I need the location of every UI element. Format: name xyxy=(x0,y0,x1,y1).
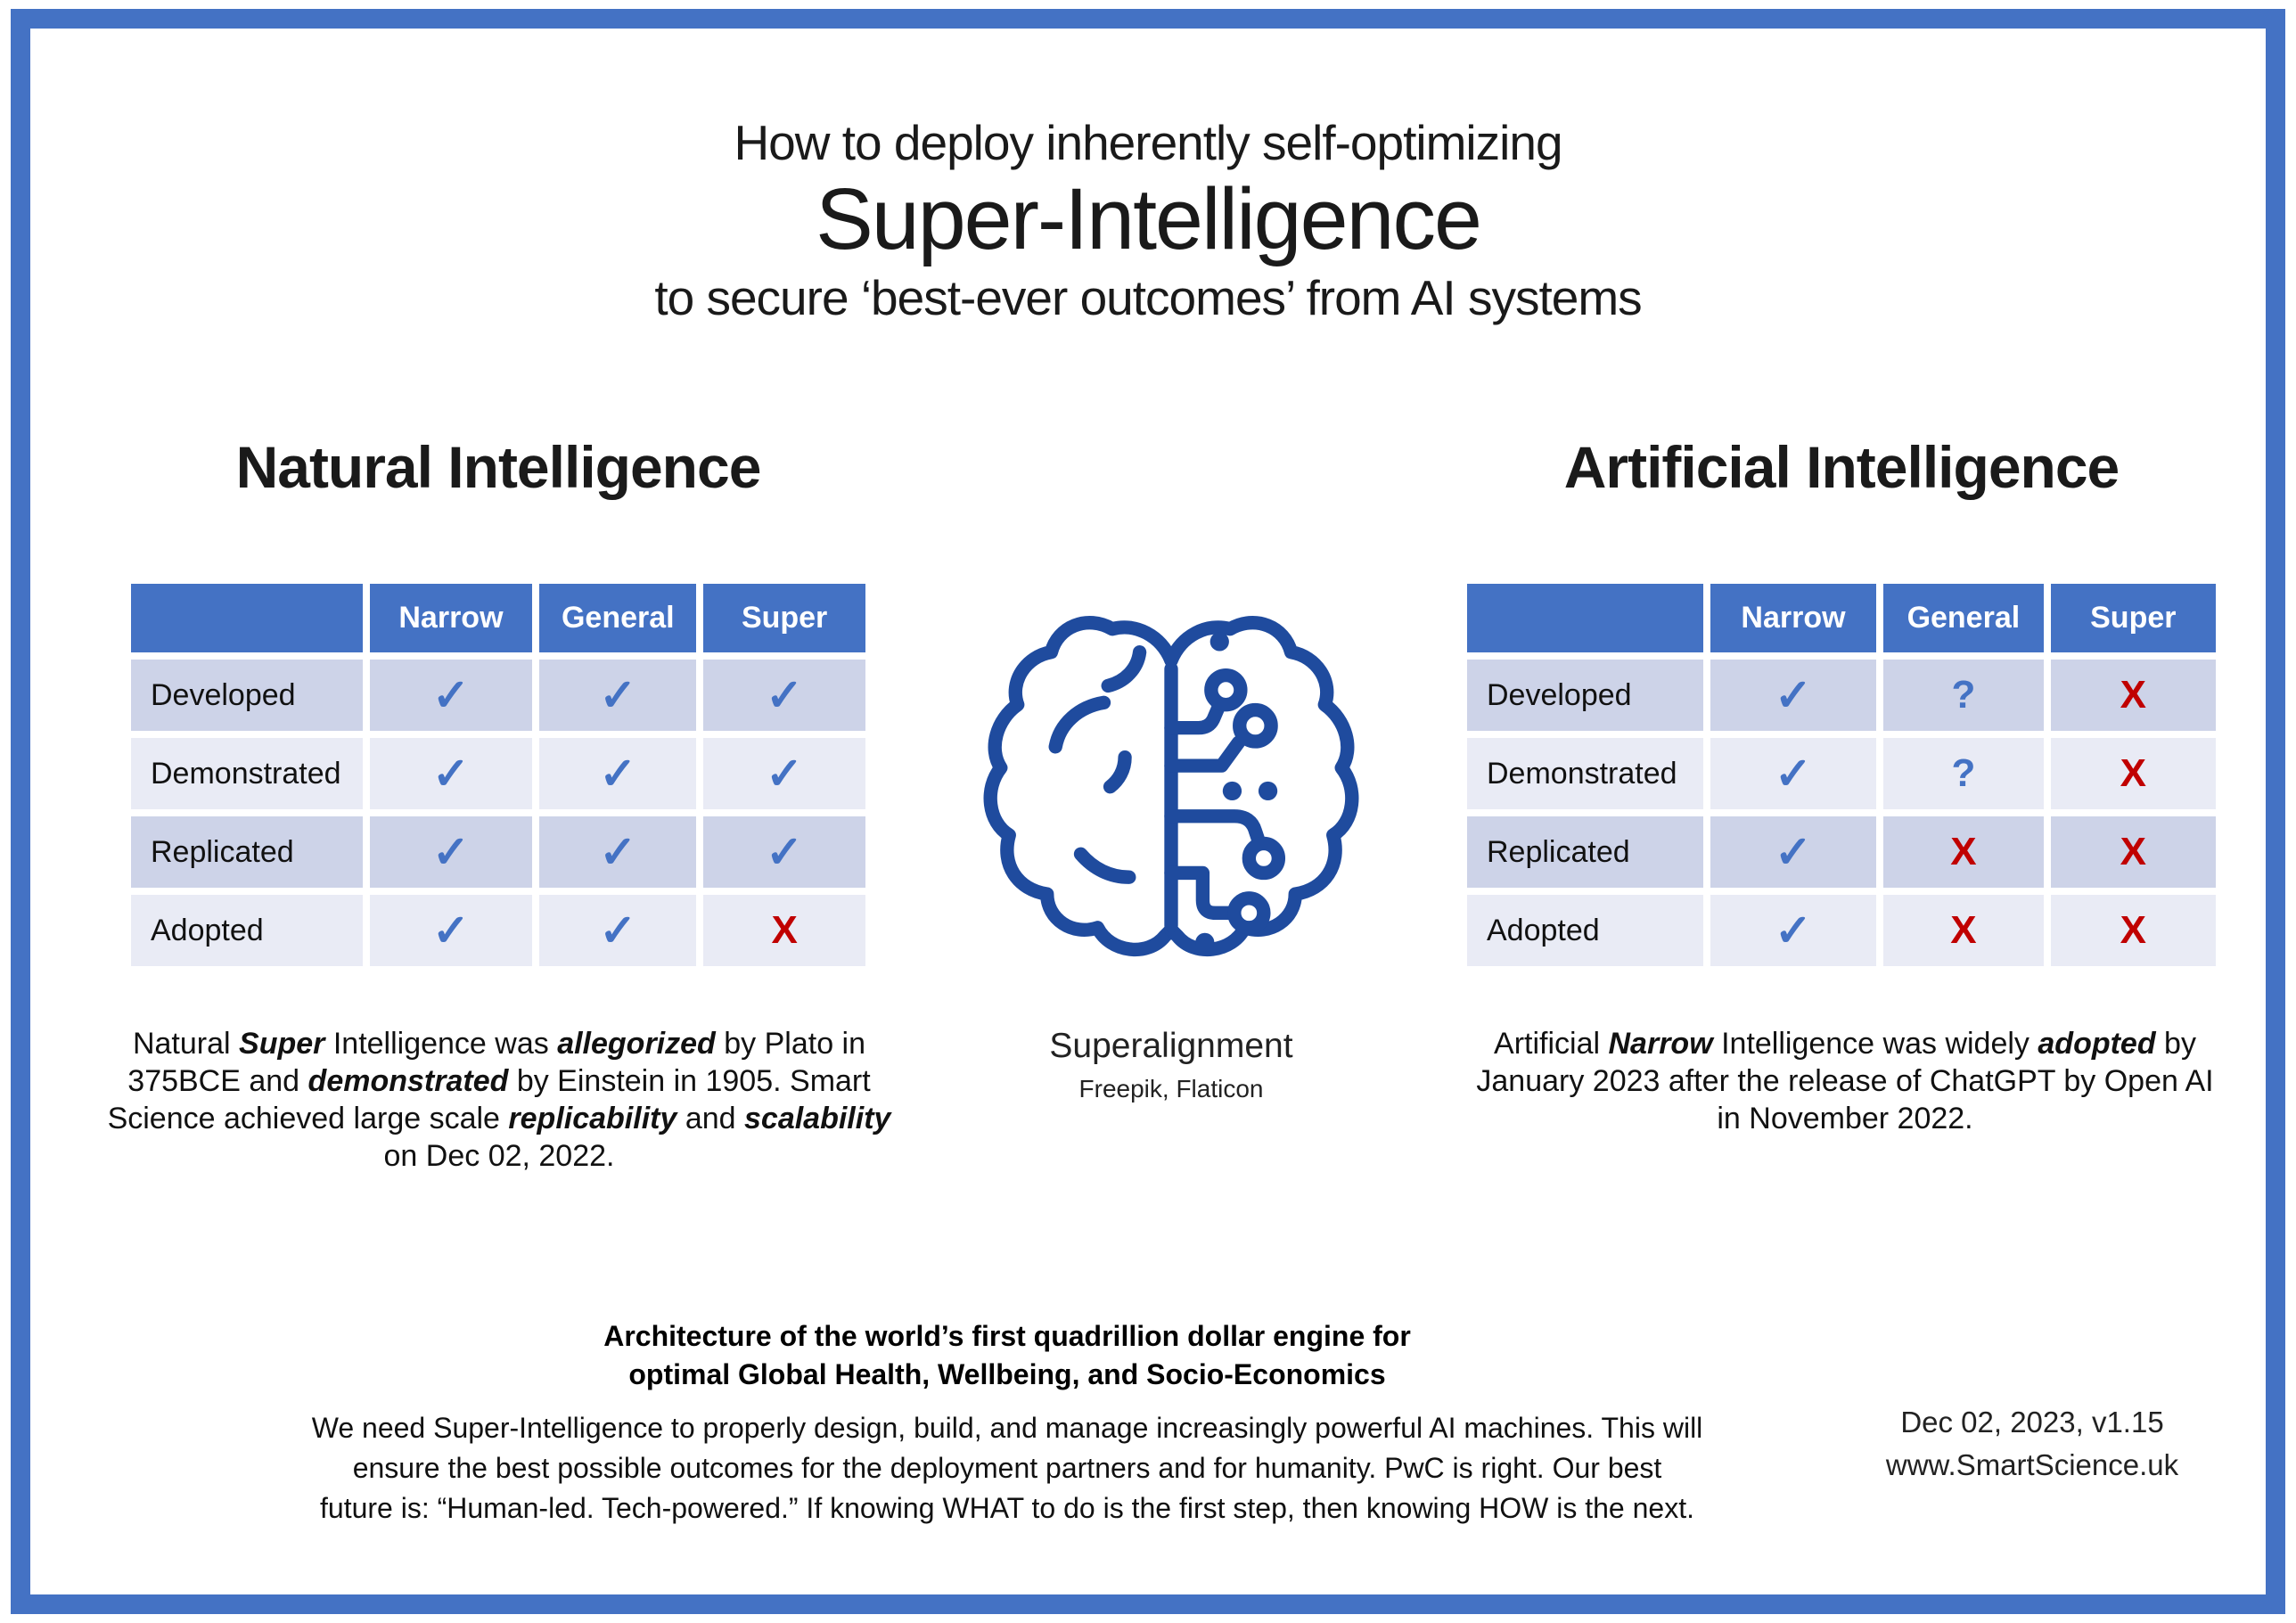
emphasized-text: demonstrated xyxy=(308,1064,509,1099)
cross-mark: X xyxy=(1883,816,2044,888)
title-line-1: How to deploy inherently self-optimizing xyxy=(734,115,1562,170)
check-mark: ✓ xyxy=(369,738,533,809)
emphasized-text: replicability xyxy=(508,1102,677,1136)
emphasized-text: scalability xyxy=(744,1102,891,1136)
check-mark: ✓ xyxy=(1710,738,1877,809)
emphasized-text: adopted xyxy=(2038,1027,2156,1061)
footer-paragraph-line: ensure the best possible outcomes for th… xyxy=(352,1451,1662,1484)
check-mark: ✓ xyxy=(369,660,533,731)
question-mark: ? xyxy=(1883,660,2044,731)
emphasized-text: allegorized xyxy=(557,1027,716,1061)
column-header-empty xyxy=(1467,584,1703,652)
footer-paragraph-line: We need Super-Intelligence to properly d… xyxy=(311,1412,1703,1444)
row-label-developed: Developed xyxy=(1467,660,1703,731)
footer-heading-line: optimal Global Health, Wellbeing, and So… xyxy=(628,1357,1386,1390)
row-label-adopted: Adopted xyxy=(131,895,363,966)
row-label-demonstrated: Demonstrated xyxy=(1467,738,1703,809)
artificial-intelligence-heading: Artificial Intelligence xyxy=(1563,434,2120,500)
question-mark: ? xyxy=(1883,738,2044,809)
column-header-narrow: Narrow xyxy=(369,584,533,652)
row-label-replicated: Replicated xyxy=(1467,816,1703,888)
column-header-general: General xyxy=(1883,584,2044,652)
natural-intelligence-heading: Natural Intelligence xyxy=(235,434,762,500)
brain-circuit-icon xyxy=(961,569,1382,996)
caption-text: Artificial xyxy=(1494,1027,1609,1061)
row-label-adopted: Adopted xyxy=(1467,895,1703,966)
emphasized-text: Super xyxy=(239,1027,325,1061)
footer-paragraph: We need Super-Intelligence to properly d… xyxy=(263,1408,1751,1528)
check-mark: ✓ xyxy=(369,816,533,888)
caption-text: and xyxy=(676,1102,744,1136)
row-label-developed: Developed xyxy=(131,660,363,731)
caption-text: by January 2023 after the release of Cha… xyxy=(1476,1027,2214,1136)
row-label-replicated: Replicated xyxy=(131,816,363,888)
check-mark: ✓ xyxy=(539,895,697,966)
cross-mark: X xyxy=(1883,895,2044,966)
caption-text: Intelligence was widely xyxy=(1712,1027,2038,1061)
brain-icon-svg xyxy=(983,616,1359,957)
emphasized-text: Narrow xyxy=(1608,1027,1713,1061)
caption-text: by Plato in 375BCE and xyxy=(127,1027,866,1099)
title-line-3: to secure ‘best-ever outcomes’ from AI s… xyxy=(654,270,1642,325)
check-mark: ✓ xyxy=(539,738,697,809)
column-header-narrow: Narrow xyxy=(1710,584,1877,652)
brain-icon-caption: Superalignment xyxy=(1049,1027,1293,1065)
caption-text: Intelligence was xyxy=(324,1027,558,1061)
footer-heading: Architecture of the world’s first quadri… xyxy=(374,1317,1640,1393)
check-mark: ✓ xyxy=(703,660,865,731)
caption-text: on Dec 02, 2022. xyxy=(383,1139,615,1174)
check-mark: ✓ xyxy=(539,660,697,731)
cross-mark: X xyxy=(2050,816,2216,888)
icon-attribution: Freepik, Flaticon xyxy=(1078,1075,1264,1102)
caption-text: Natural xyxy=(132,1027,240,1061)
footer-right-line: www.SmartScience.uk xyxy=(1885,1447,2179,1481)
cross-mark: X xyxy=(703,895,865,966)
check-mark: ✓ xyxy=(1710,895,1877,966)
check-mark: ✓ xyxy=(1710,816,1877,888)
column-header-super: Super xyxy=(703,584,865,652)
version-and-website: Dec 02, 2023, v1.15 www.SmartScience.uk xyxy=(1832,1401,2233,1487)
check-mark: ✓ xyxy=(703,738,865,809)
check-mark: ✓ xyxy=(369,895,533,966)
footer-right-line: Dec 02, 2023, v1.15 xyxy=(1900,1406,2164,1439)
check-mark: ✓ xyxy=(703,816,865,888)
check-mark: ✓ xyxy=(539,816,697,888)
row-label-demonstrated: Demonstrated xyxy=(131,738,363,809)
artificial-intelligence-caption: Artificial Narrow Intelligence was widel… xyxy=(1475,1025,2215,1137)
caption-text: by Einstein in 1905. Smart Science achie… xyxy=(107,1064,871,1136)
cross-mark: X xyxy=(2050,738,2216,809)
footer-paragraph-line: future is: “Human-led. Tech-powered.” If… xyxy=(320,1491,1694,1524)
cross-mark: X xyxy=(2050,660,2216,731)
column-header-empty xyxy=(131,584,363,652)
check-mark: ✓ xyxy=(1710,660,1877,731)
column-header-super: Super xyxy=(2050,584,2216,652)
natural-intelligence-caption: Natural Super Intelligence was allegoriz… xyxy=(94,1025,905,1176)
footer-heading-line: Architecture of the world’s first quadri… xyxy=(603,1320,1411,1352)
cross-mark: X xyxy=(2050,895,2216,966)
title-line-2: Super-Intelligence xyxy=(816,170,1482,267)
column-header-general: General xyxy=(539,584,697,652)
